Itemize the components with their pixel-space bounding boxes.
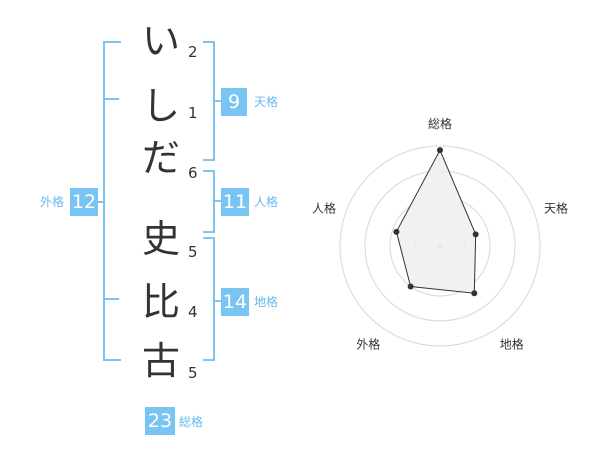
soukaku-label: 総格 [179,415,204,429]
stroke-count-3: 6 [188,164,198,182]
radar-point-4 [407,283,414,290]
chikaku-value-badge: 14 [221,288,249,316]
radar-point-5 [393,228,400,235]
jinkaku-connector [215,200,221,202]
radar-axis-label-4: 外格 [356,337,380,352]
name-char-2: し [141,84,180,128]
radar-axis-label-2: 天格 [544,200,568,215]
tenkaku-value-badge: 9 [221,88,247,116]
name-char-4: 史 [141,217,180,261]
radar-axis-label-3: 地格 [500,337,524,352]
tenkaku-label: 天格 [254,95,279,109]
name-char-1: い [141,19,180,63]
radar-point-1 [437,147,443,154]
gaikaku-value-badge: 12 [70,188,98,216]
chikaku-connector [215,300,221,302]
stroke-count-5: 4 [188,303,198,321]
radar-ring [339,145,541,347]
radar-data-area [395,149,477,294]
radar-point-3 [471,290,478,297]
gaikaku-bracket [103,41,121,361]
radar-point-2 [472,231,479,238]
gaikaku-label: 外格 [40,195,65,209]
jinkaku-value-badge: 11 [221,188,249,216]
stroke-count-4: 5 [188,243,198,261]
bracket-tick [105,98,119,100]
stroke-count-1: 2 [188,43,198,61]
name-char-6: 古 [141,339,180,383]
stroke-count-2: 1 [188,104,198,122]
radar-axis-label-1: 総格 [428,116,452,131]
soukaku-value-badge: 23 [145,407,175,435]
bracket-tick [105,298,119,300]
tenkaku-bracket [203,41,215,161]
jinkaku-bracket [203,170,215,233]
chikaku-label: 地格 [254,295,279,309]
stroke-count-6: 5 [188,364,198,382]
name-char-5: 比 [141,280,180,324]
jinkaku-label: 人格 [254,195,279,209]
radar-axis-label-5: 人格 [312,200,336,215]
chikaku-bracket [203,237,215,361]
tenkaku-connector [215,100,221,102]
name-char-3: だ [141,136,180,180]
gaikaku-connector [98,201,105,203]
